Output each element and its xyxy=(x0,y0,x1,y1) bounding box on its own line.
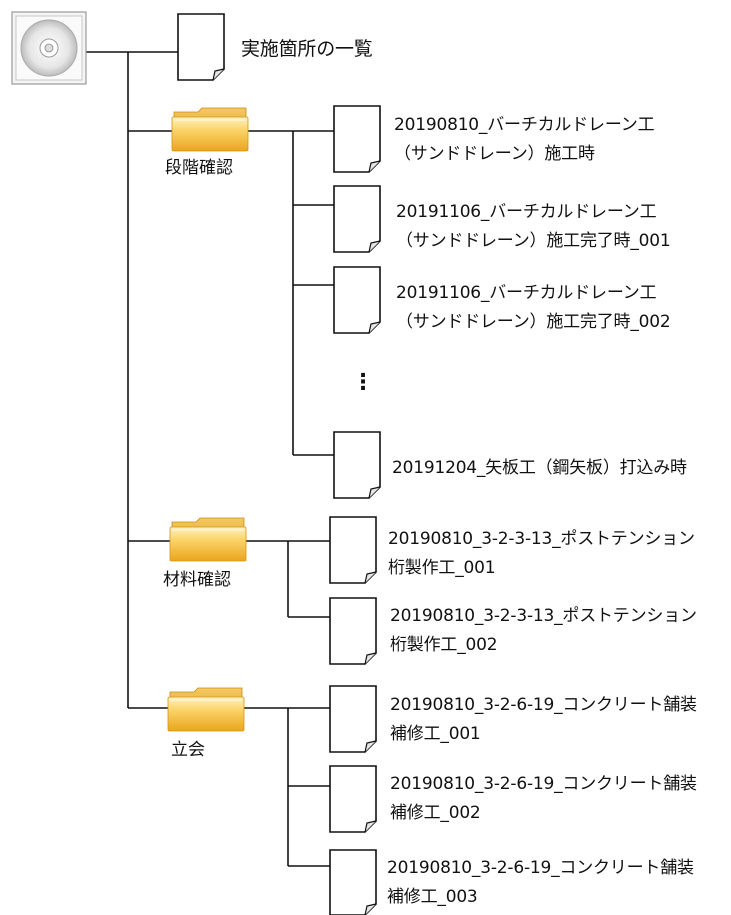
file-label-line2[interactable]: 補修工_003 xyxy=(387,887,478,907)
folder-label-witness[interactable]: 立会 xyxy=(171,740,205,760)
file-label-line2[interactable]: 補修工_002 xyxy=(390,803,481,823)
file-label-line1[interactable]: 20191204_矢板工（鋼矢板）打込み時 xyxy=(392,458,687,478)
file-label-line2[interactable]: 補修工_001 xyxy=(390,724,481,744)
file-label-line2[interactable]: （サンドドレーン）施工時 xyxy=(394,144,595,164)
file-label-line2[interactable]: （サンドドレーン）施工完了時_002 xyxy=(396,312,671,332)
cd-disc-icon[interactable] xyxy=(11,11,87,85)
folder-icon[interactable] xyxy=(167,687,245,732)
document-icon[interactable] xyxy=(329,597,377,665)
connector-lines xyxy=(86,51,334,867)
file-label-line1[interactable]: 20190810_3-2-6-19_コンクリート舗装 xyxy=(387,858,694,878)
document-icon[interactable] xyxy=(329,849,377,915)
document-icon[interactable] xyxy=(329,685,377,753)
folder-icon[interactable] xyxy=(169,517,247,562)
file-label-line1[interactable]: 20190810_3-2-3-13_ポストテンション xyxy=(390,606,697,626)
document-icon[interactable] xyxy=(333,105,381,173)
file-label-line2[interactable]: 桁製作工_002 xyxy=(390,635,498,655)
document-icon[interactable] xyxy=(177,13,225,81)
file-label-line1[interactable]: 20191106_バーチカルドレーン工 xyxy=(396,283,657,303)
index-file-label[interactable]: 実施箇所の一覧 xyxy=(241,38,373,60)
document-icon[interactable] xyxy=(329,765,377,833)
file-label-line1[interactable]: 20190810_3-2-6-19_コンクリート舗装 xyxy=(390,774,697,794)
folder-label-material-check[interactable]: 材料確認 xyxy=(163,570,231,590)
document-icon[interactable] xyxy=(333,431,381,499)
document-icon[interactable] xyxy=(329,516,377,584)
file-label-line1[interactable]: 20191106_バーチカルドレーン工 xyxy=(396,202,657,222)
document-icon[interactable] xyxy=(333,185,381,253)
file-label-line2[interactable]: 桁製作工_001 xyxy=(388,558,496,578)
file-label-line1[interactable]: 20190810_3-2-6-19_コンクリート舗装 xyxy=(390,695,697,715)
file-label-line1[interactable]: 20190810_3-2-3-13_ポストテンション xyxy=(388,529,695,549)
folder-icon[interactable] xyxy=(171,107,249,152)
file-label-line2[interactable]: （サンドドレーン）施工完了時_001 xyxy=(396,231,671,251)
folder-label-stage-check[interactable]: 段階確認 xyxy=(165,158,233,178)
document-icon[interactable] xyxy=(333,266,381,334)
file-label-line1[interactable]: 20190810_バーチカルドレーン工 xyxy=(394,115,655,135)
more-files-ellipsis: ⋮ xyxy=(352,370,374,395)
